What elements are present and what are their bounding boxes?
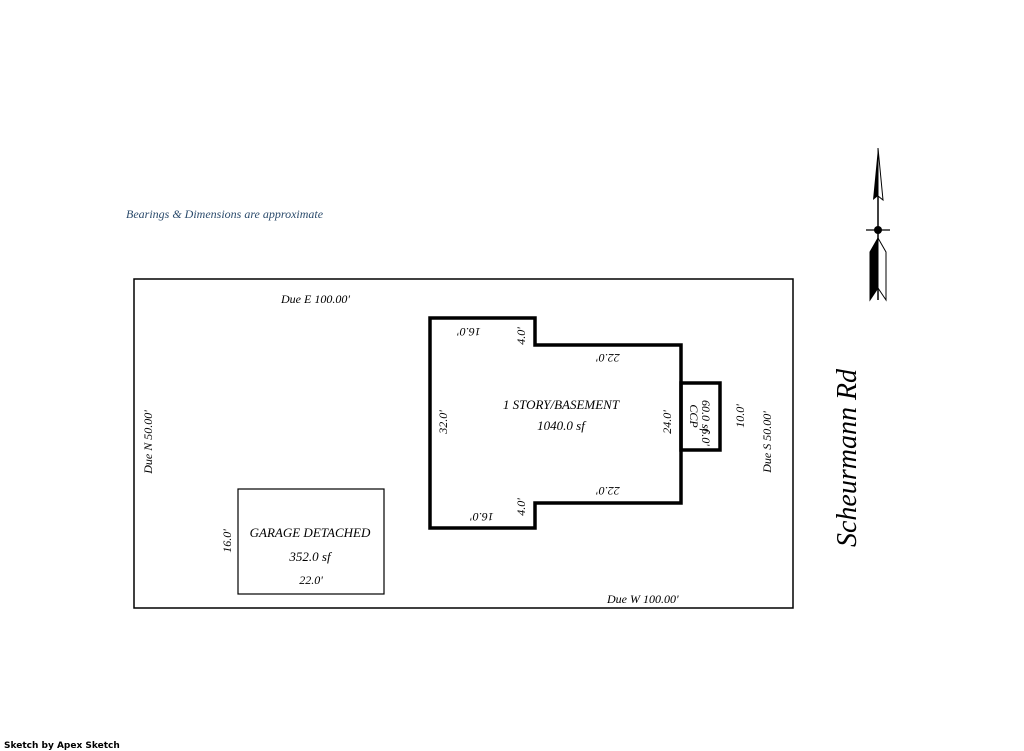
house-dim-left: 32.0' <box>436 410 450 435</box>
ccp-dim-height: 10.0' <box>733 404 747 428</box>
house-dim-bottom-notch: 4.0' <box>514 498 528 516</box>
house-dim-top-left: 16.0' <box>457 325 481 339</box>
street-label: Scheurmann Rd <box>832 368 863 547</box>
lot-bottom-bearing: Due W 100.00' <box>606 592 679 606</box>
footer-credit: Sketch by Apex Sketch <box>4 741 120 751</box>
garage-area: 352.0 sf <box>288 549 333 564</box>
house-name: 1 STORY/BASEMENT <box>503 397 620 412</box>
north-arrow-icon <box>866 147 890 302</box>
ccp-area: 60.0 sf <box>699 400 713 434</box>
garage-dim-width: 22.0' <box>299 573 323 587</box>
garage-outline <box>237 488 385 595</box>
lot-boundary <box>133 278 794 609</box>
house-outline <box>428 316 683 530</box>
house-dim-right: 24.0' <box>660 410 674 434</box>
ccp-name: CCP <box>687 404 701 428</box>
house-dim-bottom-right: 22.0' <box>596 484 620 498</box>
lot-top-bearing: Due E 100.00' <box>280 292 350 306</box>
ccp-outline <box>679 381 722 452</box>
lot-left-bearing: Due N 50.00' <box>141 410 155 475</box>
house-dim-top-notch: 4.0' <box>514 327 528 345</box>
house-area: 1040.0 sf <box>537 418 587 433</box>
garage-name: GARAGE DETACHED <box>250 525 371 540</box>
house-dim-top-right: 22.0' <box>596 351 620 365</box>
lot-right-bearing: Due S 50.00' <box>760 411 774 474</box>
garage-dim-height: 16.0' <box>220 529 234 553</box>
house-dim-bottom-left: 16.0' <box>470 510 494 524</box>
ccp-dim-width: 6.0' <box>699 428 713 446</box>
approximation-notice: Bearings & Dimensions are approximate <box>126 207 324 221</box>
